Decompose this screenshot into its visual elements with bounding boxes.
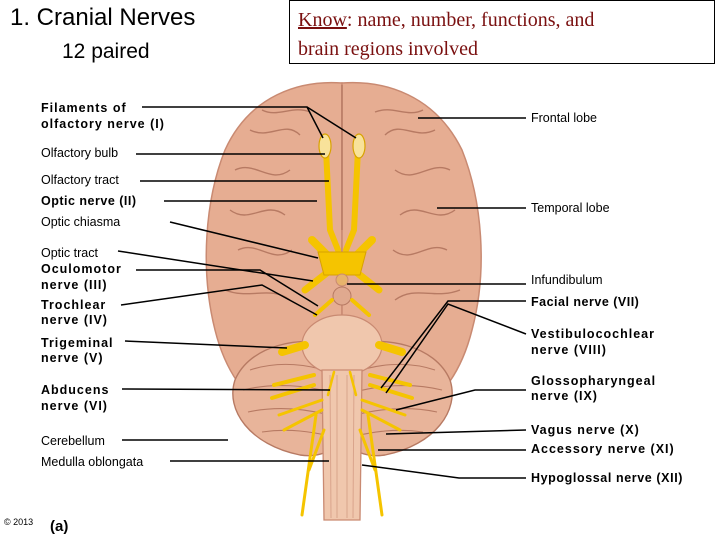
oculomotor-left	[313, 298, 334, 317]
medulla-oblongata	[321, 369, 363, 521]
page-title: 1. Cranial Nerves	[10, 4, 196, 31]
panel-label: (a)	[50, 518, 69, 535]
label-oculomotor-line2: nerve (III)	[41, 278, 108, 292]
know-box: Know: name, number, functions, and brain…	[289, 0, 715, 64]
label-abducens-line2: nerve (VI)	[41, 399, 108, 413]
leader-vagus	[385, 429, 527, 435]
label-accessory-nerve: Accessory nerve (XI)	[531, 442, 675, 456]
glosso-vagus-right	[360, 398, 407, 432]
label-abducens-line1: Abducens	[41, 383, 110, 397]
oculomotor-right	[350, 298, 371, 317]
label-medulla-oblongata: Medulla oblongata	[41, 455, 144, 469]
page-subtitle: 12 paired	[62, 40, 150, 63]
leader-vestibulo	[385, 303, 527, 394]
leader-oculomotor	[136, 269, 319, 307]
label-vestibulocochlear-line2: nerve (VIII)	[531, 343, 607, 357]
optic-chiasma	[317, 251, 367, 287]
hypoglossal-right	[358, 428, 377, 472]
leader-filaments	[142, 106, 357, 139]
olfactory-tract-left	[323, 147, 341, 253]
leader-glosso	[395, 389, 526, 411]
label-glossopharyngeal-line1: Glossopharyngeal	[531, 374, 657, 388]
leader-optic-tract	[117, 250, 314, 282]
cerebellum-right	[345, 340, 453, 457]
label-trochlear-line2: nerve (IV)	[41, 313, 108, 327]
label-filaments-line1: Filaments of	[41, 101, 127, 115]
leader-trigeminal	[124, 340, 288, 349]
gyri-lines	[224, 85, 461, 301]
infundibulum-stalk	[335, 273, 349, 287]
trigeminal-left	[278, 341, 309, 356]
know-line1: : name, number, functions, and	[346, 9, 595, 31]
label-optic-nerve: Optic nerve (II)	[41, 194, 137, 208]
copyright-notice: © 2013	[4, 517, 34, 527]
facial-vestibulo-right	[368, 373, 414, 400]
leader-trochlear	[120, 284, 318, 316]
know-line2: brain regions involved	[298, 38, 478, 60]
label-hypoglossal-nerve: Hypoglossal nerve (XII)	[531, 471, 684, 485]
label-trigeminal-line1: Trigeminal	[41, 336, 114, 350]
trigeminal-right	[375, 341, 406, 356]
accessory-left	[300, 413, 318, 517]
mammillary-bodies	[332, 286, 352, 306]
leader-lines	[117, 106, 527, 479]
label-infundibulum: Infundibulum	[531, 273, 603, 287]
label-vestibulocochlear-line1: Vestibulocochlear	[531, 327, 655, 341]
label-vagus-nerve: Vagus nerve (X)	[531, 423, 640, 437]
facial-vestibulo-left	[270, 373, 316, 400]
leader-abducens	[121, 388, 331, 391]
cerebellum	[232, 340, 453, 457]
label-glossopharyngeal-line2: nerve (IX)	[531, 389, 598, 403]
know-keyword: Know	[298, 9, 347, 31]
label-temporal-lobe: Temporal lobe	[531, 201, 610, 215]
label-frontal-lobe: Frontal lobe	[531, 111, 598, 125]
pons	[301, 314, 383, 376]
label-facial-nerve: Facial nerve (VII)	[531, 295, 640, 309]
leader-facial	[380, 300, 526, 389]
leader-hypoglossal	[361, 464, 526, 479]
label-cerebellum: Cerebellum	[41, 434, 105, 448]
label-optic-chiasma: Optic chiasma	[41, 215, 121, 229]
label-trochlear-line1: Trochlear	[41, 298, 107, 312]
olfactory-bulb-right	[352, 133, 366, 159]
glosso-vagus-left	[277, 398, 324, 432]
label-oculomotor-line1: Oculomotor	[41, 262, 122, 276]
olfactory-bulb-left	[318, 133, 332, 159]
label-trigeminal-line2: nerve (V)	[41, 351, 104, 365]
label-optic-tract: Optic tract	[41, 246, 98, 260]
label-filaments-line2: olfactory nerve (I)	[41, 117, 165, 131]
olfactory-bulbs	[318, 133, 366, 159]
abducens	[326, 370, 358, 397]
label-olfactory-tract: Olfactory tract	[41, 173, 119, 187]
leader-optic-chiasma	[169, 221, 319, 259]
olfactory-tract-right	[343, 147, 361, 253]
hypoglossal-left	[307, 428, 326, 472]
brainstem	[301, 286, 383, 521]
chiasma-x	[317, 251, 367, 276]
label-olfactory-bulb: Olfactory bulb	[41, 146, 119, 160]
accessory-right	[366, 413, 384, 517]
